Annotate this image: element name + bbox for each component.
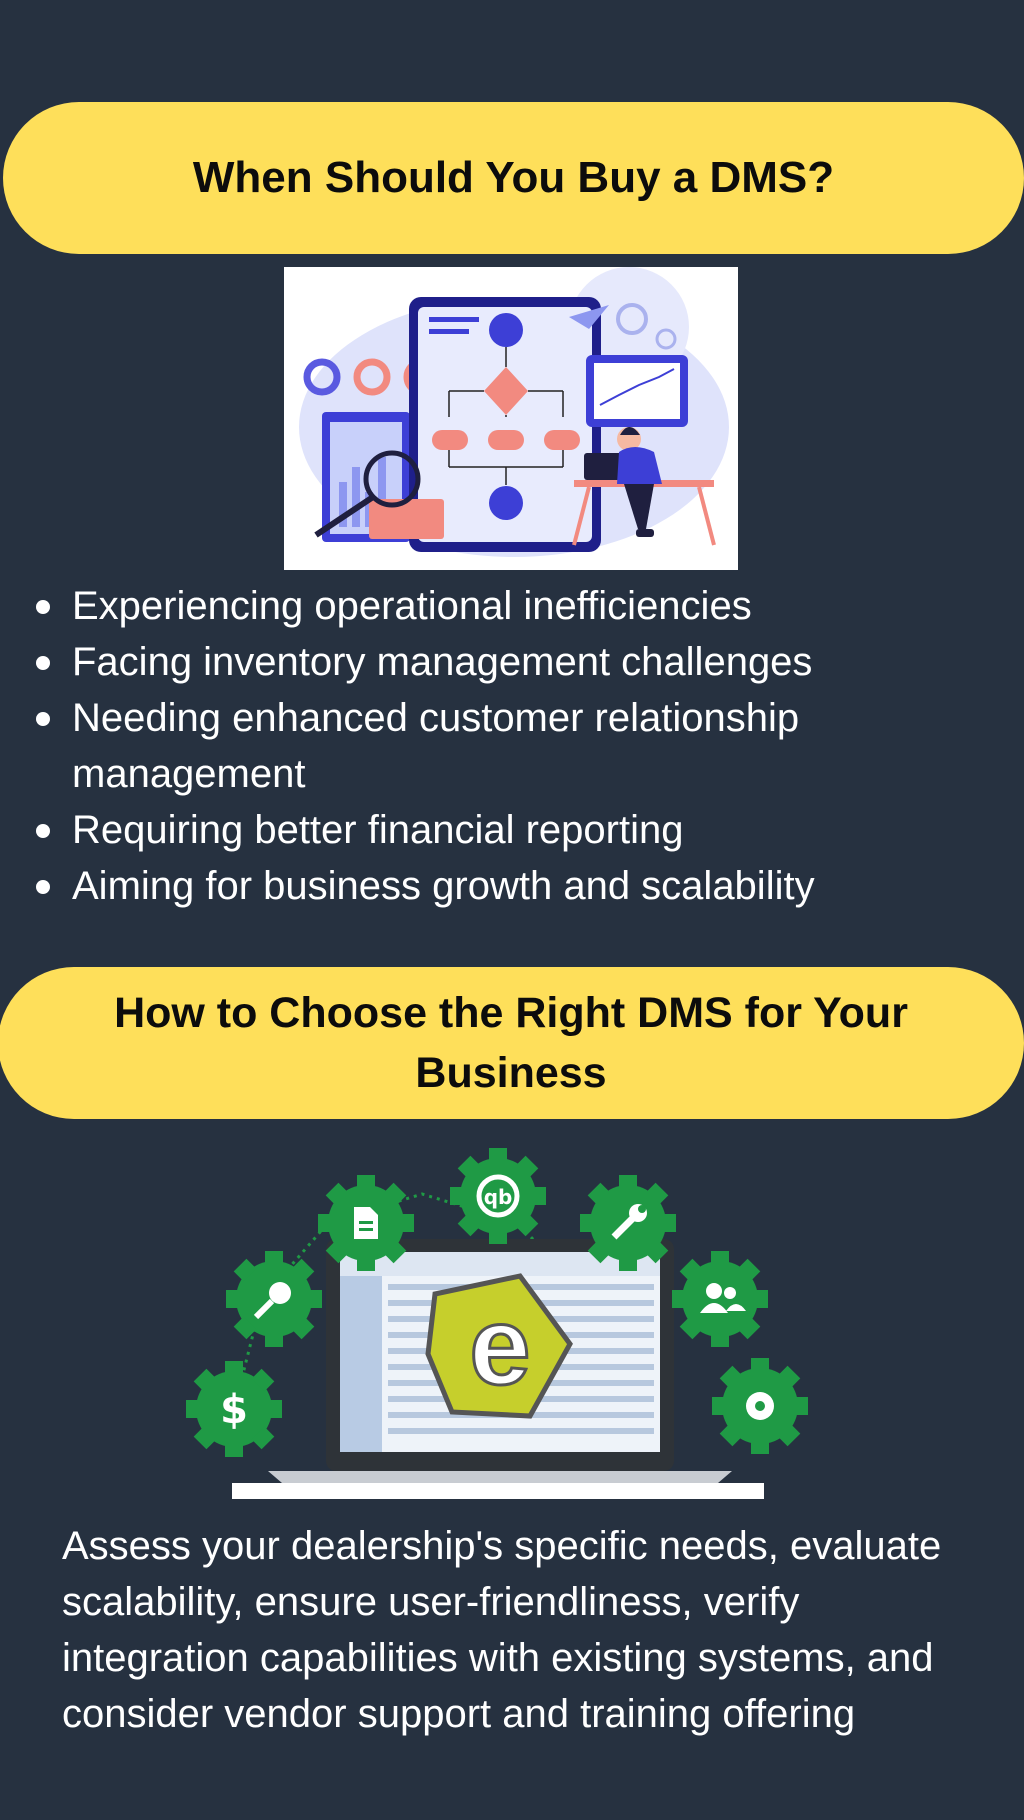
users-icon: [672, 1251, 768, 1347]
dollar-icon: $: [186, 1361, 282, 1457]
section-heading-choose: How to Choose the Right DMS for Your Bus…: [0, 967, 1024, 1119]
quickbooks-icon: qb: [450, 1148, 546, 1244]
settings-icon: [712, 1358, 808, 1454]
svg-text:$: $: [220, 1387, 248, 1433]
document-icon: [318, 1175, 414, 1271]
section-heading-buy: When Should You Buy a DMS?: [3, 102, 1024, 254]
list-item: Facing inventory management challenges: [36, 634, 1024, 690]
key-icon: [226, 1251, 322, 1347]
buy-reasons-list: Experiencing operational inefficiencies …: [30, 578, 1024, 914]
selection-advice-paragraph: Assess your dealership's specific needs,…: [62, 1524, 942, 1736]
list-item: Requiring better financial reporting: [36, 802, 1024, 858]
dms-integration-illustration: e $ qb: [180, 1144, 820, 1500]
list-item: Experiencing operational inefficiencies: [36, 578, 1024, 634]
list-item: Aiming for business growth and scalabili…: [36, 858, 1024, 914]
workflow-illustration: [284, 267, 738, 570]
svg-text:e: e: [469, 1285, 530, 1408]
wrench-icon: [580, 1175, 676, 1271]
section-title: How to Choose the Right DMS for Your Bus…: [114, 989, 908, 1097]
list-item: Needing enhanced customer relationship m…: [36, 690, 1024, 802]
svg-text:qb: qb: [484, 1185, 513, 1209]
section-title: When Should You Buy a DMS?: [192, 153, 835, 202]
